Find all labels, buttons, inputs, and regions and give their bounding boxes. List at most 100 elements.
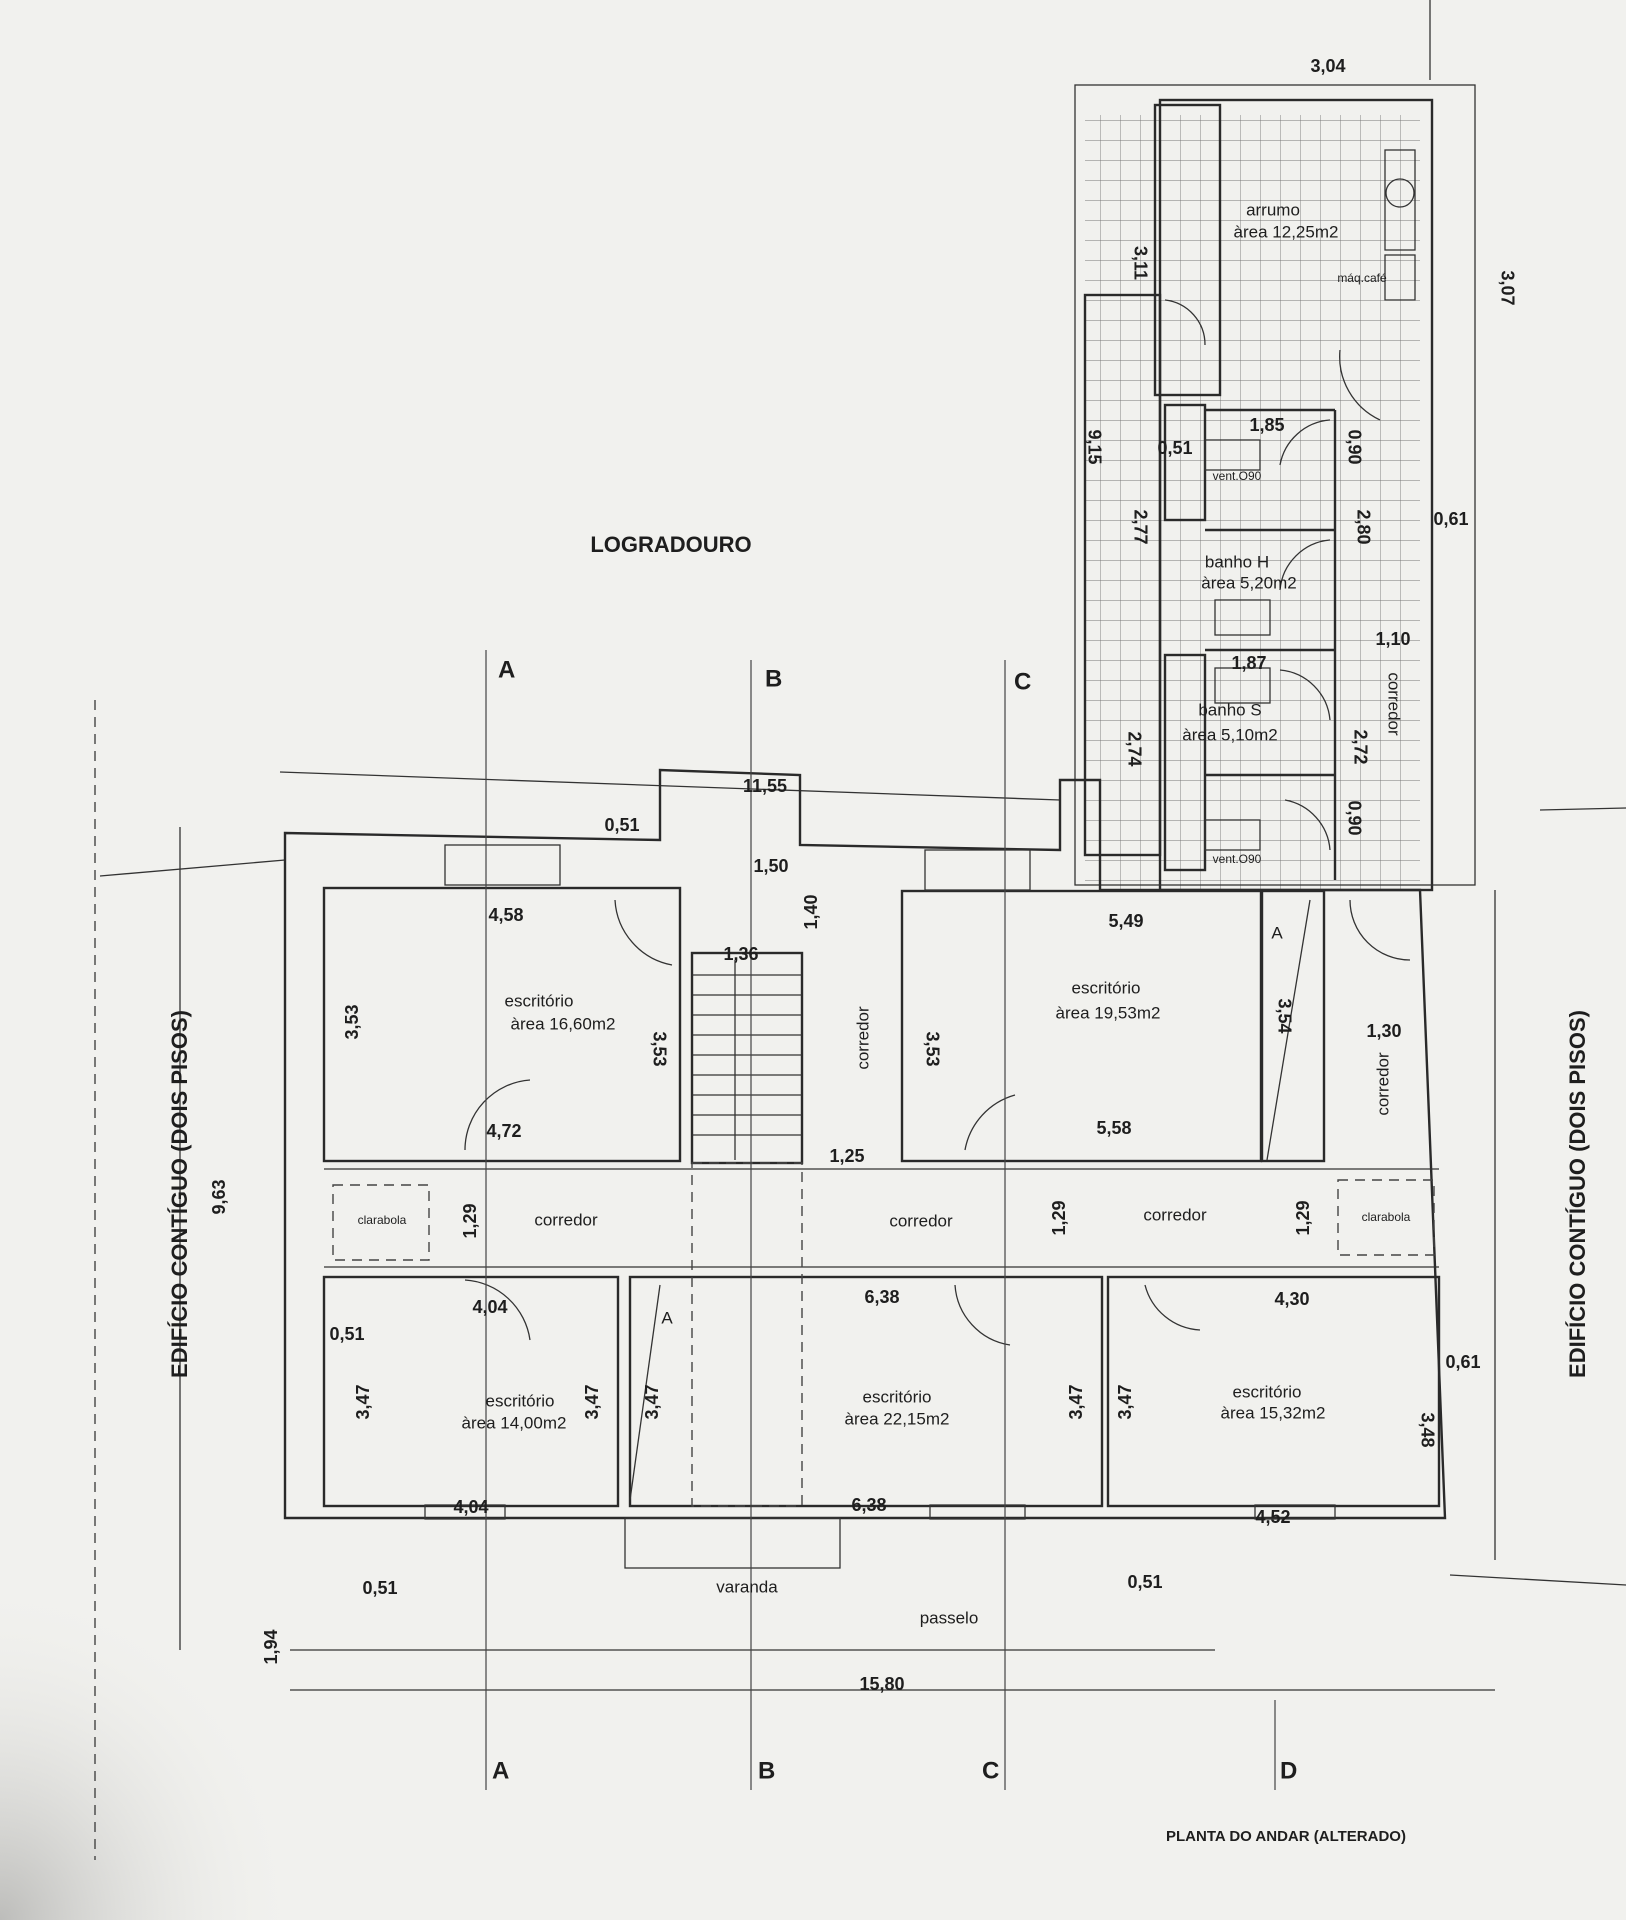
dimension-label: 0,90 (1344, 800, 1364, 835)
dimension-label: 4,04 (472, 1297, 507, 1317)
dimension-label: 2,77 (1130, 509, 1150, 544)
dimension-label: 4,52 (1255, 1507, 1290, 1527)
room-area-office-5: àrea 15,32m2 (1221, 1403, 1326, 1422)
dimension-label: 5,49 (1108, 911, 1143, 931)
dimension-label: 6,38 (864, 1287, 899, 1307)
dimension-label: 0,51 (329, 1324, 364, 1344)
outdoor-label: LOGRADOURO (590, 532, 751, 557)
room-labels: arrumo àrea 12,25m2 máq.café vent.O90 ve… (358, 200, 1411, 1627)
corridor-label: corredor (1373, 1052, 1392, 1116)
corridor-label: corredor (1143, 1205, 1207, 1224)
door-marker: A (661, 1308, 673, 1327)
dimension-label: 3,47 (353, 1384, 373, 1419)
dimension-label: 3,11 (1130, 246, 1150, 280)
boundary-lines (94, 0, 1626, 1860)
dimension-label: 3,47 (1115, 1384, 1135, 1419)
vent-label: vent.O90 (1213, 852, 1262, 866)
dimension-label: 1,40 (801, 894, 821, 929)
vent-label: vent.O90 (1213, 469, 1262, 483)
room-name-office-2: escritório (1072, 978, 1141, 997)
skylight-label-right: clarabola (1362, 1210, 1411, 1224)
dimension-label: 1,10 (1375, 629, 1410, 649)
stair-treads (692, 960, 802, 1160)
dimension-label: 11,55 (743, 776, 787, 796)
room-name-arrumo: arrumo (1246, 200, 1300, 219)
dimension-labels: 3,04 3,11 3,07 9,15 0,51 1,85 0,90 2,77 2,80 0,61… (209, 56, 1518, 1694)
dimension-label: 3,47 (582, 1384, 602, 1419)
dimension-label: 0,51 (1127, 1572, 1162, 1592)
dimension-label: 0,51 (604, 815, 639, 835)
neighbor-right-label: EDIFÍCIO CONTÍGUO (DOIS PISOS) (1565, 1010, 1590, 1378)
dimension-label: 4,04 (453, 1497, 488, 1517)
dimension-label: 3,53 (649, 1031, 669, 1066)
room-name-office-3: escritório (486, 1391, 555, 1410)
dimension-label: 6,38 (851, 1495, 886, 1515)
dimension-label: 1,30 (1366, 1021, 1401, 1041)
dimension-label: 15,80 (859, 1674, 904, 1694)
corridor-label: corredor (1385, 672, 1404, 736)
room-name-banho-h: banho H (1205, 552, 1269, 571)
dimension-label: 0,61 (1433, 509, 1468, 529)
room-area-banho-s: àrea 5,10m2 (1182, 725, 1277, 744)
dimension-label: 3,53 (922, 1031, 942, 1066)
room-area-office-1: àrea 16,60m2 (511, 1014, 616, 1033)
dimension-label: 2,80 (1353, 509, 1373, 544)
dimension-label: 1,36 (723, 944, 758, 964)
dimension-label: 1,85 (1249, 415, 1284, 435)
dimension-label: 5,58 (1096, 1118, 1131, 1138)
corridor-label: corredor (853, 1006, 872, 1070)
dimension-label: 0,51 (1157, 438, 1192, 458)
section-marker-top-c: C (1014, 668, 1031, 695)
paper-shadow (0, 1350, 500, 1920)
dimension-label: 0,61 (1445, 1352, 1480, 1372)
dimension-label: 3,54 (1274, 998, 1294, 1033)
room-area-arrumo: àrea 12,25m2 (1234, 222, 1339, 241)
dimension-label: 0,90 (1344, 429, 1364, 464)
section-marker-bottom-c: C (982, 1757, 999, 1784)
neighbor-left-label: EDIFÍCIO CONTÍGUO (DOIS PISOS) (167, 1010, 192, 1378)
room-area-banho-h: àrea 5,20m2 (1201, 573, 1296, 592)
dimension-label: 4,58 (488, 905, 523, 925)
dimension-label: 1,29 (1049, 1200, 1069, 1235)
section-marker-top-a: A (498, 656, 515, 683)
dimension-label: 1,50 (753, 856, 788, 876)
skylight-label-left: clarabola (358, 1213, 407, 1227)
door-marker: A (1271, 923, 1283, 942)
dimension-label: 4,72 (486, 1121, 521, 1141)
dimension-label: 1,29 (460, 1203, 480, 1238)
dimension-label: 3,53 (342, 1004, 362, 1039)
dimension-label: 0,51 (362, 1578, 397, 1598)
dimension-label: 3,07 (1497, 270, 1517, 305)
coffee-machine-label: máq.café (1337, 271, 1387, 285)
room-name-office-4: escritório (863, 1387, 932, 1406)
main-building (283, 768, 1447, 1569)
dimension-label: 1,25 (829, 1146, 864, 1166)
room-name-office-5: escritório (1233, 1382, 1302, 1401)
dimension-label: 4,30 (1274, 1289, 1309, 1309)
dimension-label: 1,87 (1231, 653, 1266, 673)
section-marker-bottom-a: A (492, 1757, 509, 1784)
dimension-label: 9,15 (1084, 429, 1104, 464)
balcony-label: varanda (716, 1577, 778, 1596)
dimension-label: 1,94 (261, 1629, 281, 1664)
room-area-office-3: àrea 14,00m2 (462, 1413, 567, 1432)
annex (1074, 84, 1476, 892)
corridor-label: corredor (534, 1210, 598, 1229)
room-area-office-2: àrea 19,53m2 (1056, 1003, 1161, 1022)
dimension-label: 9,63 (209, 1179, 229, 1214)
sidewalk-label: passelo (920, 1608, 979, 1627)
dimension-label: 2,72 (1350, 729, 1370, 764)
dimension-label: 2,74 (1124, 731, 1144, 766)
corridor-label: corredor (889, 1211, 953, 1230)
room-name-banho-s: banho S (1198, 700, 1261, 719)
plan-title: PLANTA DO ANDAR (ALTERADO) (1166, 1828, 1406, 1845)
dimension-label: 3,47 (642, 1384, 662, 1419)
dimension-label: 1,29 (1293, 1200, 1313, 1235)
section-lines (485, 650, 1276, 1790)
section-marker-bottom-b: B (758, 1757, 775, 1784)
dimension-label: 3,04 (1310, 56, 1345, 76)
room-name-office-1: escritório (505, 991, 574, 1010)
dimension-label: 3,48 (1417, 1412, 1437, 1447)
section-marker-top-b: B (765, 665, 782, 692)
